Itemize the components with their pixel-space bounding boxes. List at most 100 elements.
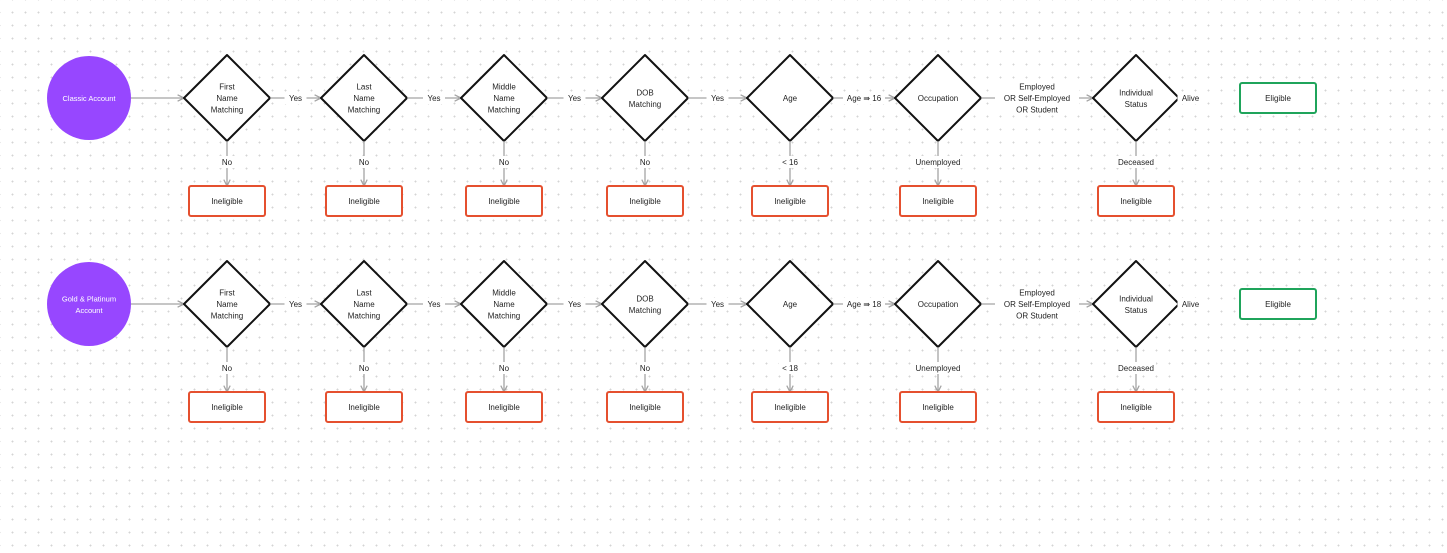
row-1-check-6-ineligible-label: Ineligible — [922, 197, 954, 206]
row-2-check-3-ineligible-label: Ineligible — [488, 403, 520, 412]
row-1-check-3-pass-label-line-1: Yes — [568, 94, 581, 103]
row-1-check-2-pass-label-bg — [423, 92, 445, 104]
row-1-check-5-fail-label-bg — [779, 156, 801, 168]
row-1-check-1-fail-label-bg — [219, 156, 235, 168]
row-2-check-2-ineligible-label-line-1: Ineligible — [348, 403, 380, 412]
row-1-check-1-pass-label-bg — [284, 92, 307, 104]
row-1-check-2-fail-label-bg — [356, 156, 372, 168]
row-1-check-1-label-line-3: Matching — [211, 106, 243, 115]
row-2-check-1-label-line-1: First — [219, 289, 235, 298]
row-2-check-4-fail-label: No — [640, 364, 651, 373]
row-1-check-6-fail-label: Unemployed — [916, 158, 961, 167]
row-1-check-3-ineligible-label: Ineligible — [488, 197, 520, 206]
row-1-check-6-pass-label-line-2: OR Self-Employed — [1004, 94, 1070, 103]
row-1-check-1-fail-label: No — [222, 158, 233, 167]
row-1-check-1-pass-label: Yes — [289, 94, 302, 103]
row-2-check-4-ineligible-label-line-1: Ineligible — [629, 403, 661, 412]
row-1-check-3-label-line-3: Matching — [488, 106, 520, 115]
row-2-check-7-label-line-2: Status — [1125, 306, 1148, 315]
row-2-check-1-ineligible-label: Ineligible — [211, 403, 243, 412]
row-2-check-4-ineligible-label: Ineligible — [629, 403, 661, 412]
row-2-check-6-fail-label-bg — [913, 362, 963, 374]
row-2-check-7-fail-label-line-1: Deceased — [1118, 364, 1154, 373]
row-2-check-1-pass-label-bg — [284, 298, 307, 310]
row-2-check-2-pass-label-line-1: Yes — [427, 300, 440, 309]
row-2-check-6-label-line-1: Occupation — [918, 300, 958, 309]
row-2-check-7-fail-label: Deceased — [1118, 364, 1154, 373]
row-2-check-6-ineligible-box — [899, 391, 977, 423]
row-2-check-1-fail-label-line-1: No — [222, 364, 233, 373]
row-1-check-3-label-line-2: Name — [493, 94, 515, 103]
row-2-check-4-fail-label-bg — [637, 362, 653, 374]
row-2-check-7-diamond — [1092, 260, 1180, 348]
row-1-check-4-fail-label-line-1: No — [640, 158, 651, 167]
row-1-eligible-label-line-1: Eligible — [1265, 94, 1291, 103]
row-2-check-4-fail-label-line-1: No — [640, 364, 651, 373]
row-1-check-6-label: Occupation — [918, 94, 958, 103]
row-1-eligible-label: Eligible — [1265, 94, 1291, 103]
row-2-check-7-ineligible-label-line-1: Ineligible — [1120, 403, 1152, 412]
row-1-check-3-fail-label-bg — [496, 156, 512, 168]
row-2-check-1-pass-label-line-1: Yes — [289, 300, 302, 309]
row-1-check-3-pass-label-bg — [563, 92, 586, 104]
row-2-check-3-label-line-3: Matching — [488, 312, 520, 321]
row-1-start-label-line-1: Classic Account — [63, 94, 117, 103]
row-1-check-1-ineligible-label: Ineligible — [211, 197, 243, 206]
row-2-check-5-ineligible-box — [751, 391, 829, 423]
row-2-eligible-box — [1239, 288, 1317, 320]
row-1-check-1-label-line-1: First — [219, 83, 235, 92]
row-2-check-1-ineligible-box — [188, 391, 266, 423]
row-2-check-1-label-line-3: Matching — [211, 312, 243, 321]
row-2-check-2-fail-label: No — [359, 364, 370, 373]
row-1-check-4-label: DOB Matching — [629, 88, 661, 109]
row-1-check-7-ineligible-label-line-1: Ineligible — [1120, 197, 1152, 206]
row-1-check-2-ineligible-label: Ineligible — [348, 197, 380, 206]
row-2-check-3-pass-label: Yes — [568, 300, 581, 309]
row-1-check-4-label-line-1: DOB — [636, 88, 653, 97]
row-2-check-5-label: Age — [783, 300, 798, 309]
row-1-check-5-pass-label: Age ⇛ 16 — [847, 94, 882, 103]
row-1-check-7-pass-label-bg — [1177, 92, 1204, 104]
row-1-check-7-ineligible-box — [1097, 185, 1175, 217]
row-2-check-1-pass-label: Yes — [289, 300, 302, 309]
row-2-check-6-ineligible-label-line-1: Ineligible — [922, 403, 954, 412]
row-1-check-2-pass-label-line-1: Yes — [427, 94, 440, 103]
row-1-check-2-ineligible-box — [325, 185, 403, 217]
row-2-check-7-fail-label-bg — [1116, 362, 1156, 374]
row-2-check-6-pass-label-line-1: Employed — [1019, 289, 1055, 298]
row-1-check-1-fail-label-line-1: No — [222, 158, 233, 167]
row-2-check-4-label-line-2: Matching — [629, 306, 661, 315]
row-1-check-4-pass-label-line-1: Yes — [711, 94, 724, 103]
row-2-check-7-pass-label-bg — [1177, 298, 1204, 310]
row-1-check-2-fail-label-line-1: No — [359, 158, 370, 167]
row-2-check-6-fail-label-line-1: Unemployed — [916, 364, 961, 373]
row-2-check-5-pass-label-line-1: Age ⇛ 18 — [847, 300, 882, 309]
row-2-check-7-label-line-1: Individual — [1119, 294, 1153, 303]
row-1-check-6-pass-label-line-3: OR Student — [1016, 106, 1059, 115]
row-1-check-3-pass-label: Yes — [568, 94, 581, 103]
row-2-check-3-fail-label-line-1: No — [499, 364, 510, 373]
row-1-check-7-label-line-1: Individual — [1119, 88, 1153, 97]
row-1-check-1-ineligible-box — [188, 185, 266, 217]
row-1-start-node — [47, 56, 131, 140]
row-1-check-1-label-line-2: Name — [216, 94, 238, 103]
row-1-check-4-label-line-2: Matching — [629, 100, 661, 109]
row-2-check-2-fail-label-line-1: No — [359, 364, 370, 373]
row-1-check-3-ineligible-label-line-1: Ineligible — [488, 197, 520, 206]
row-2-check-1-fail-label-bg — [219, 362, 235, 374]
row-2-check-7-pass-label-line-1: Alive — [1182, 300, 1200, 309]
row-1-check-5-fail-label-line-1: < 16 — [782, 158, 798, 167]
row-2-check-2-ineligible-label: Ineligible — [348, 403, 380, 412]
row-1-check-5-label: Age — [783, 94, 798, 103]
row-2-check-5-pass-label-bg — [843, 298, 885, 310]
row-2-check-1-ineligible-label-line-1: Ineligible — [211, 403, 243, 412]
row-2-check-7-pass-label: Alive — [1182, 300, 1200, 309]
